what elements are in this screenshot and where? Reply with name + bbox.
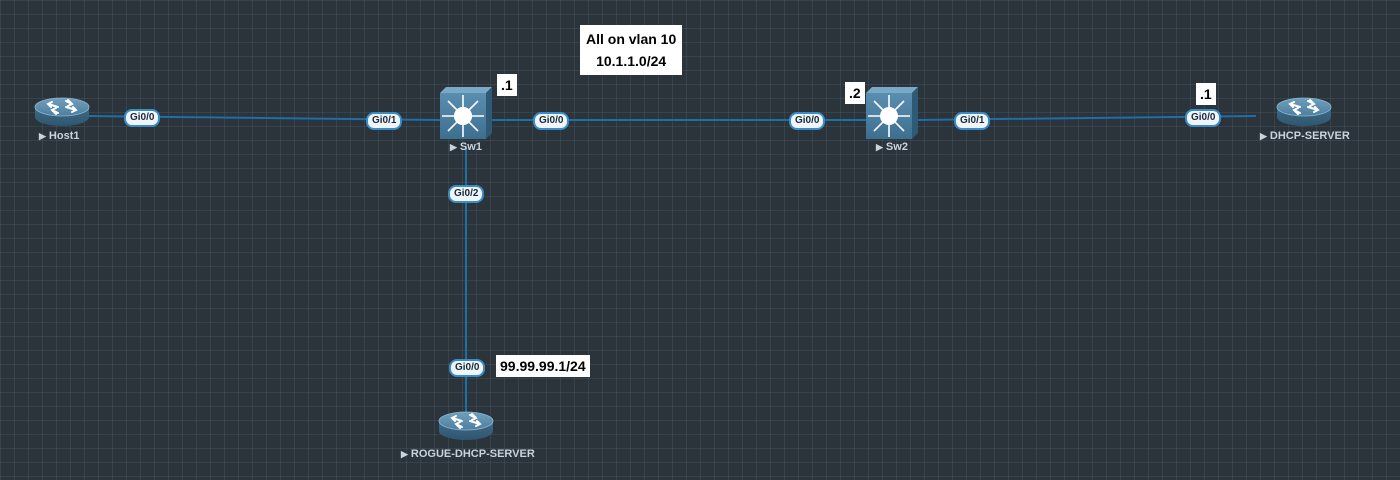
iface-dhcp-gi00[interactable]: Gi0/0 (1185, 109, 1222, 127)
dhcp-server-name: DHCP-SERVER (1269, 130, 1350, 142)
sw2-switch-icon[interactable] (866, 87, 918, 139)
iface-sw1-gi01[interactable]: Gi0/1 (366, 112, 403, 130)
host1-name: Host1 (48, 130, 80, 142)
iface-host1-gi00[interactable]: Gi0/0 (124, 109, 161, 127)
dhcp-server-router-icon[interactable] (1276, 97, 1332, 126)
play-icon[interactable]: ▶ (450, 142, 457, 152)
vlan-note-line2: 10.1.1.0/24 (596, 53, 667, 69)
iface-sw2-gi01[interactable]: Gi0/1 (954, 112, 991, 130)
iface-sw2-gi00[interactable]: Gi0/0 (789, 112, 826, 130)
sw1-ip-note: .1 (497, 74, 517, 96)
node-label-sw2[interactable]: ▶Sw2 (876, 141, 908, 153)
vlan-note-line1: All on vlan 10 (586, 31, 677, 47)
rogue-dhcp-server-router-icon[interactable] (438, 411, 494, 440)
sw1-name: Sw1 (459, 141, 482, 153)
iface-sw1-gi00[interactable]: Gi0/0 (533, 112, 570, 130)
node-label-rogue-dhcp-server[interactable]: ▶ROGUE-DHCP-SERVER (401, 448, 535, 460)
iface-sw1-gi02[interactable]: Gi0/2 (448, 185, 485, 203)
sw2-name: Sw2 (885, 141, 908, 153)
node-label-sw1[interactable]: ▶Sw1 (450, 141, 482, 153)
play-icon[interactable]: ▶ (401, 449, 408, 459)
sw2-ip-note: .2 (845, 82, 865, 104)
sw1-switch-icon[interactable] (440, 87, 492, 139)
dhcp-ip-note: .1 (1196, 83, 1216, 105)
play-icon[interactable]: ▶ (876, 142, 883, 152)
play-icon[interactable]: ▶ (1260, 131, 1267, 141)
host1-router-icon[interactable] (34, 97, 90, 126)
iface-rogue-gi00[interactable]: Gi0/0 (449, 359, 486, 377)
play-icon[interactable]: ▶ (39, 131, 46, 141)
rogue-subnet-note: 99.99.99.1/24 (496, 355, 590, 377)
node-label-host1[interactable]: ▶Host1 (39, 130, 79, 142)
node-label-dhcp-server[interactable]: ▶DHCP-SERVER (1260, 130, 1350, 142)
rogue-dhcp-server-name: ROGUE-DHCP-SERVER (410, 448, 535, 460)
vlan-note: All on vlan 10 10.1.1.0/24 (580, 25, 683, 75)
